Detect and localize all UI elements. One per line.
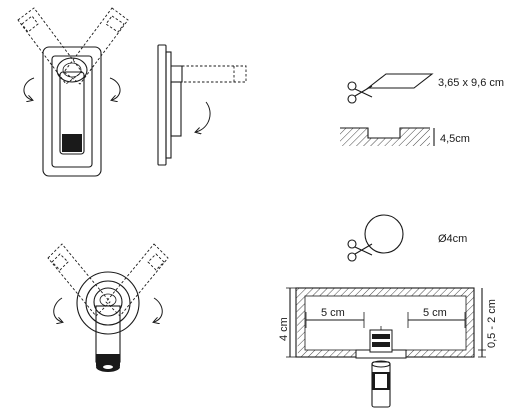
side-view-wall-lamp — [157, 44, 247, 166]
round-plate-lamp — [47, 243, 169, 372]
ceiling-cross-section: 4 cm 0,5 - 2 cm 5 cm 5 cm — [278, 287, 498, 408]
depth-label: 4,5cm — [440, 133, 470, 145]
side-arm-folded — [170, 81, 182, 137]
front-view-wall-lamp — [17, 7, 129, 177]
round-cutout-spec: Ø4cm — [347, 214, 467, 262]
round-cutout-shape — [364, 214, 404, 254]
pivot-ring — [56, 57, 88, 83]
recess-profile — [340, 127, 430, 146]
dashed-arm-right — [105, 243, 169, 317]
recessed-fixture — [355, 326, 407, 408]
panel-thickness-label: 0,5 - 2 cm — [486, 299, 498, 348]
rotate-arrow-icon — [109, 77, 121, 100]
dashed-arm-left — [17, 7, 83, 85]
side-plate — [157, 44, 167, 166]
cutout-shape — [366, 73, 434, 89]
clearance-left-label: 5 cm — [321, 307, 345, 319]
side-arm-extended — [181, 65, 247, 83]
clearance-right-label: 5 cm — [423, 307, 447, 319]
lamp-arm — [59, 71, 85, 155]
rotate-arrow-icon — [53, 297, 62, 322]
wall-plate — [42, 46, 102, 177]
round-plate — [76, 271, 140, 335]
rotate-arrow-icon — [196, 101, 211, 132]
side-pivot — [171, 65, 183, 83]
rotate-arrow-icon — [23, 77, 35, 100]
height-label: 4 cm — [278, 317, 290, 341]
lamp-head — [62, 134, 82, 152]
dashed-arm-right — [63, 7, 129, 85]
diameter-label: Ø4cm — [438, 233, 467, 245]
scissors-icon — [347, 239, 373, 262]
rotate-arrow-icon — [154, 297, 163, 322]
rectangular-cutout-spec: 3,65 x 9,6 cm 4,5cm — [340, 73, 504, 146]
scissors-icon — [347, 81, 373, 104]
dashed-arm-left — [47, 243, 111, 317]
cutout-size-label: 3,65 x 9,6 cm — [438, 77, 504, 89]
